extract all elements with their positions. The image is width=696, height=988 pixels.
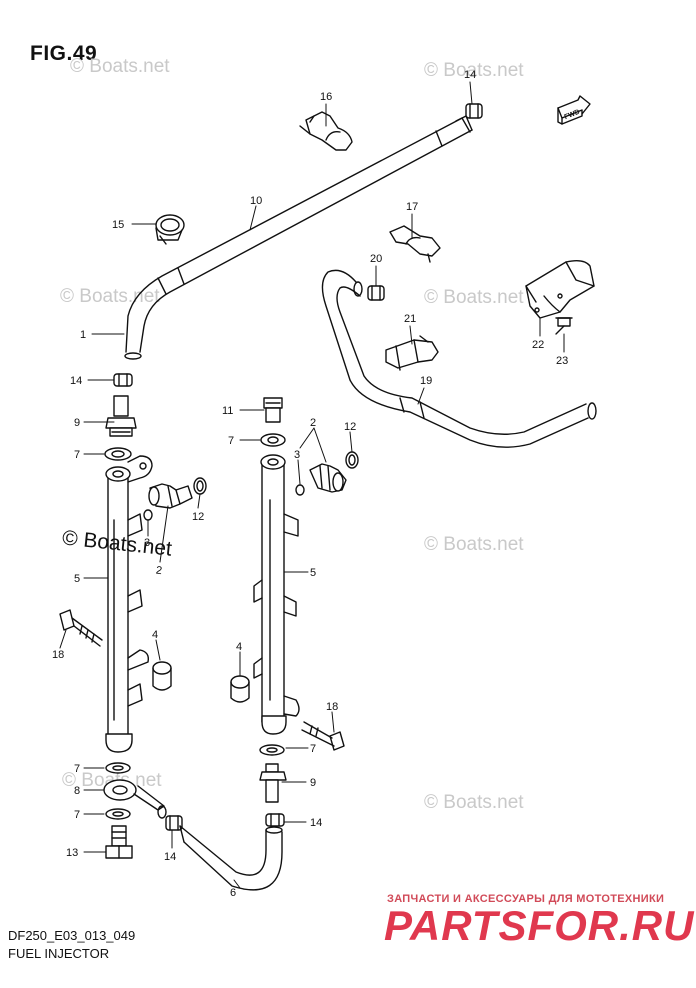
hose-clamp-20: [367, 285, 385, 301]
callout-17: 17: [406, 201, 418, 213]
bolt-18-right: [301, 721, 345, 751]
spacer-4-left: [152, 661, 172, 691]
bracket-22: [525, 259, 595, 319]
callout-15: 15: [112, 219, 124, 231]
callout-14: 14: [164, 851, 176, 863]
callout-9: 9: [74, 417, 80, 429]
watermark: © Boats.net: [424, 792, 524, 813]
callout-4: 4: [236, 641, 242, 653]
o-ring-3-left: [143, 509, 153, 521]
callout-3: 3: [144, 537, 150, 549]
watermark: © Boats.net: [70, 56, 170, 77]
callout-14: 14: [310, 817, 322, 829]
union-9-left: [105, 395, 137, 437]
callout-19: 19: [420, 375, 432, 387]
callout-7: 7: [74, 763, 80, 775]
leader-lines: [59, 81, 565, 889]
watermark: © Boats.net: [424, 534, 524, 555]
clamp-14-bottom-right: [265, 813, 285, 827]
hose-clamp-14-top: [465, 103, 483, 119]
callout-18: 18: [52, 649, 64, 661]
callout-21: 21: [404, 313, 416, 325]
shop-logo: PARTSFOR.RU: [384, 902, 695, 949]
callout-20: 20: [370, 253, 382, 265]
fuel-rail-5-right: [253, 454, 300, 735]
washer-7-right-bottom: [259, 744, 285, 756]
union-9-right: [259, 763, 287, 803]
bolt-18-left: [59, 609, 103, 647]
clamp-14-left: [113, 373, 133, 387]
shop-tagline: ЗАПЧАСТИ И АКСЕССУАРЫ ДЛЯ МОТОТЕХНИКИ: [387, 893, 665, 905]
callout-7: 7: [228, 435, 234, 447]
callout-12: 12: [192, 511, 204, 523]
callout-14: 14: [464, 69, 476, 81]
o-ring-12-left: [193, 477, 207, 495]
watermark: © Boats.net: [62, 770, 162, 791]
callout-3: 3: [294, 449, 300, 461]
fuel-injector-2-right: [309, 463, 347, 493]
callout-23: 23: [556, 355, 568, 367]
callout-9: 9: [310, 777, 316, 789]
callout-2: 2: [155, 564, 163, 577]
callout-16: 16: [320, 91, 332, 103]
fuel-hose-6: [179, 825, 283, 891]
callout-2: 2: [310, 417, 316, 429]
union-11: [263, 397, 283, 423]
hose-clip-17: [389, 225, 441, 263]
o-ring-12-right: [345, 451, 359, 469]
callout-14: 14: [70, 375, 82, 387]
callout-7: 7: [310, 743, 316, 755]
callout-6: 6: [230, 887, 236, 899]
callout-10: 10: [250, 195, 262, 207]
hose-clamp-15: [155, 214, 185, 245]
figure-code: DF250_E03_013_049: [8, 928, 136, 943]
fuel-injector-2-left: [148, 483, 193, 509]
spacer-4-right: [230, 675, 250, 703]
hose-clip-16: [299, 111, 353, 151]
fuel-rail-5-left: [105, 455, 153, 753]
hose-clip-21: [385, 335, 439, 371]
o-ring-3-right: [295, 484, 305, 496]
callout-7: 7: [74, 809, 80, 821]
washer-7-right-top: [260, 433, 286, 447]
callout-11: 11: [222, 405, 233, 417]
callout-4: 4: [152, 629, 158, 641]
callout-5: 5: [74, 573, 80, 585]
washer-7-left-bottom: [105, 762, 131, 774]
washer-7-left-lowest: [105, 808, 131, 820]
callout-18: 18: [326, 701, 338, 713]
fwd-arrow-icon: [557, 95, 591, 125]
figure-caption: FUEL INJECTOR: [8, 946, 110, 961]
fuel-hose-19: [321, 269, 597, 448]
bolt-13: [105, 825, 133, 859]
bolt-23: [555, 317, 573, 335]
callout-13: 13: [66, 847, 78, 859]
callout-22: 22: [532, 339, 544, 351]
washer-7-left-top: [104, 447, 132, 461]
clamp-14-bottom-left: [165, 815, 183, 831]
callout-8: 8: [74, 785, 80, 797]
watermark: © Boats.net: [424, 60, 524, 81]
callout-7: 7: [74, 449, 80, 461]
callout-1: 1: [80, 329, 86, 341]
callout-12: 12: [344, 421, 356, 433]
callout-labels: 16 14 10 15 17 20 21 19 22 23 1 14 9 7 5…: [52, 69, 568, 899]
fuel-hose-upper: [124, 115, 473, 360]
watermark: © Boats.net: [424, 287, 524, 308]
fig-title: FIG.49: [30, 42, 98, 65]
callout-5: 5: [310, 567, 316, 579]
